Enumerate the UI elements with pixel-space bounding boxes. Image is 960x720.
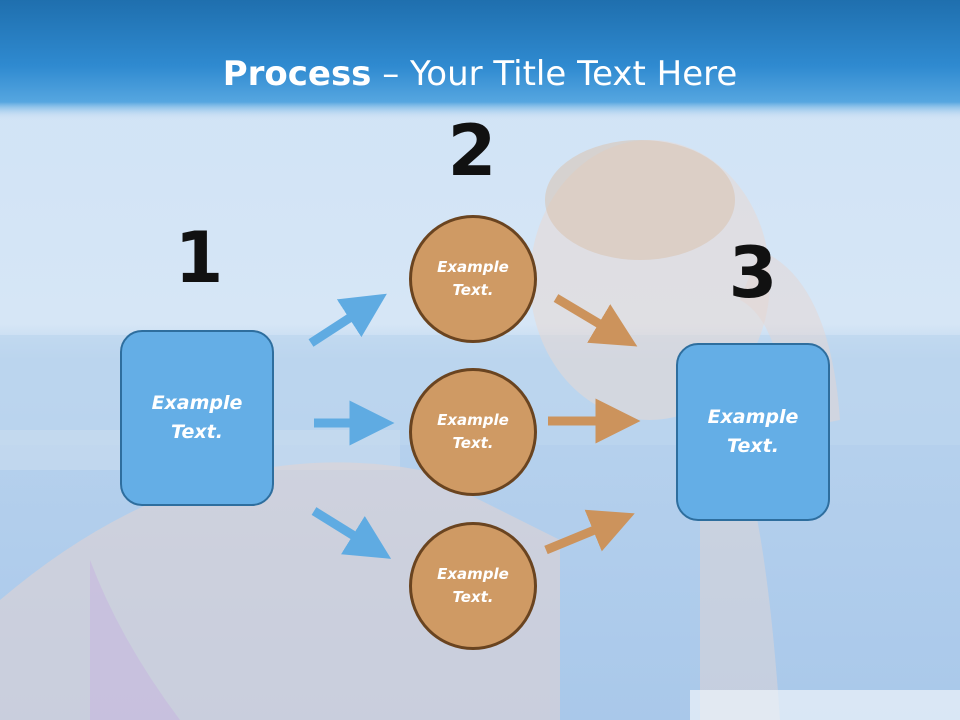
step-number-2: 2 [447, 110, 497, 192]
step-2-circle-3-text: Example Text. [437, 565, 509, 606]
step-2-circle-1-text: Example Text. [437, 258, 509, 299]
step-number-3: 3 [728, 232, 778, 314]
step-3-text: Example Text. [707, 406, 799, 457]
step-3-box: Example Text. [676, 343, 830, 521]
step-2-circle-2: Example Text. [409, 368, 537, 496]
title-bold: Process [222, 54, 372, 94]
step-number-1: 1 [174, 217, 224, 299]
page-title: Process – Your Title Text Here [0, 52, 960, 96]
step-1-text: Example Text. [151, 392, 243, 443]
step-2-circle-3: Example Text. [409, 522, 537, 650]
step-2-circle-1: Example Text. [409, 215, 537, 343]
step-1-box: Example Text. [120, 330, 274, 506]
step-2-circle-2-text: Example Text. [437, 411, 509, 452]
arrow-down-right-blue [311, 507, 392, 559]
title-bar [0, 0, 960, 120]
title-rest: – Your Title Text Here [371, 54, 738, 94]
arrow-up-right-orange [544, 509, 635, 555]
arrow-up-right-blue [308, 293, 387, 347]
arrow-down-right-orange [553, 294, 638, 347]
